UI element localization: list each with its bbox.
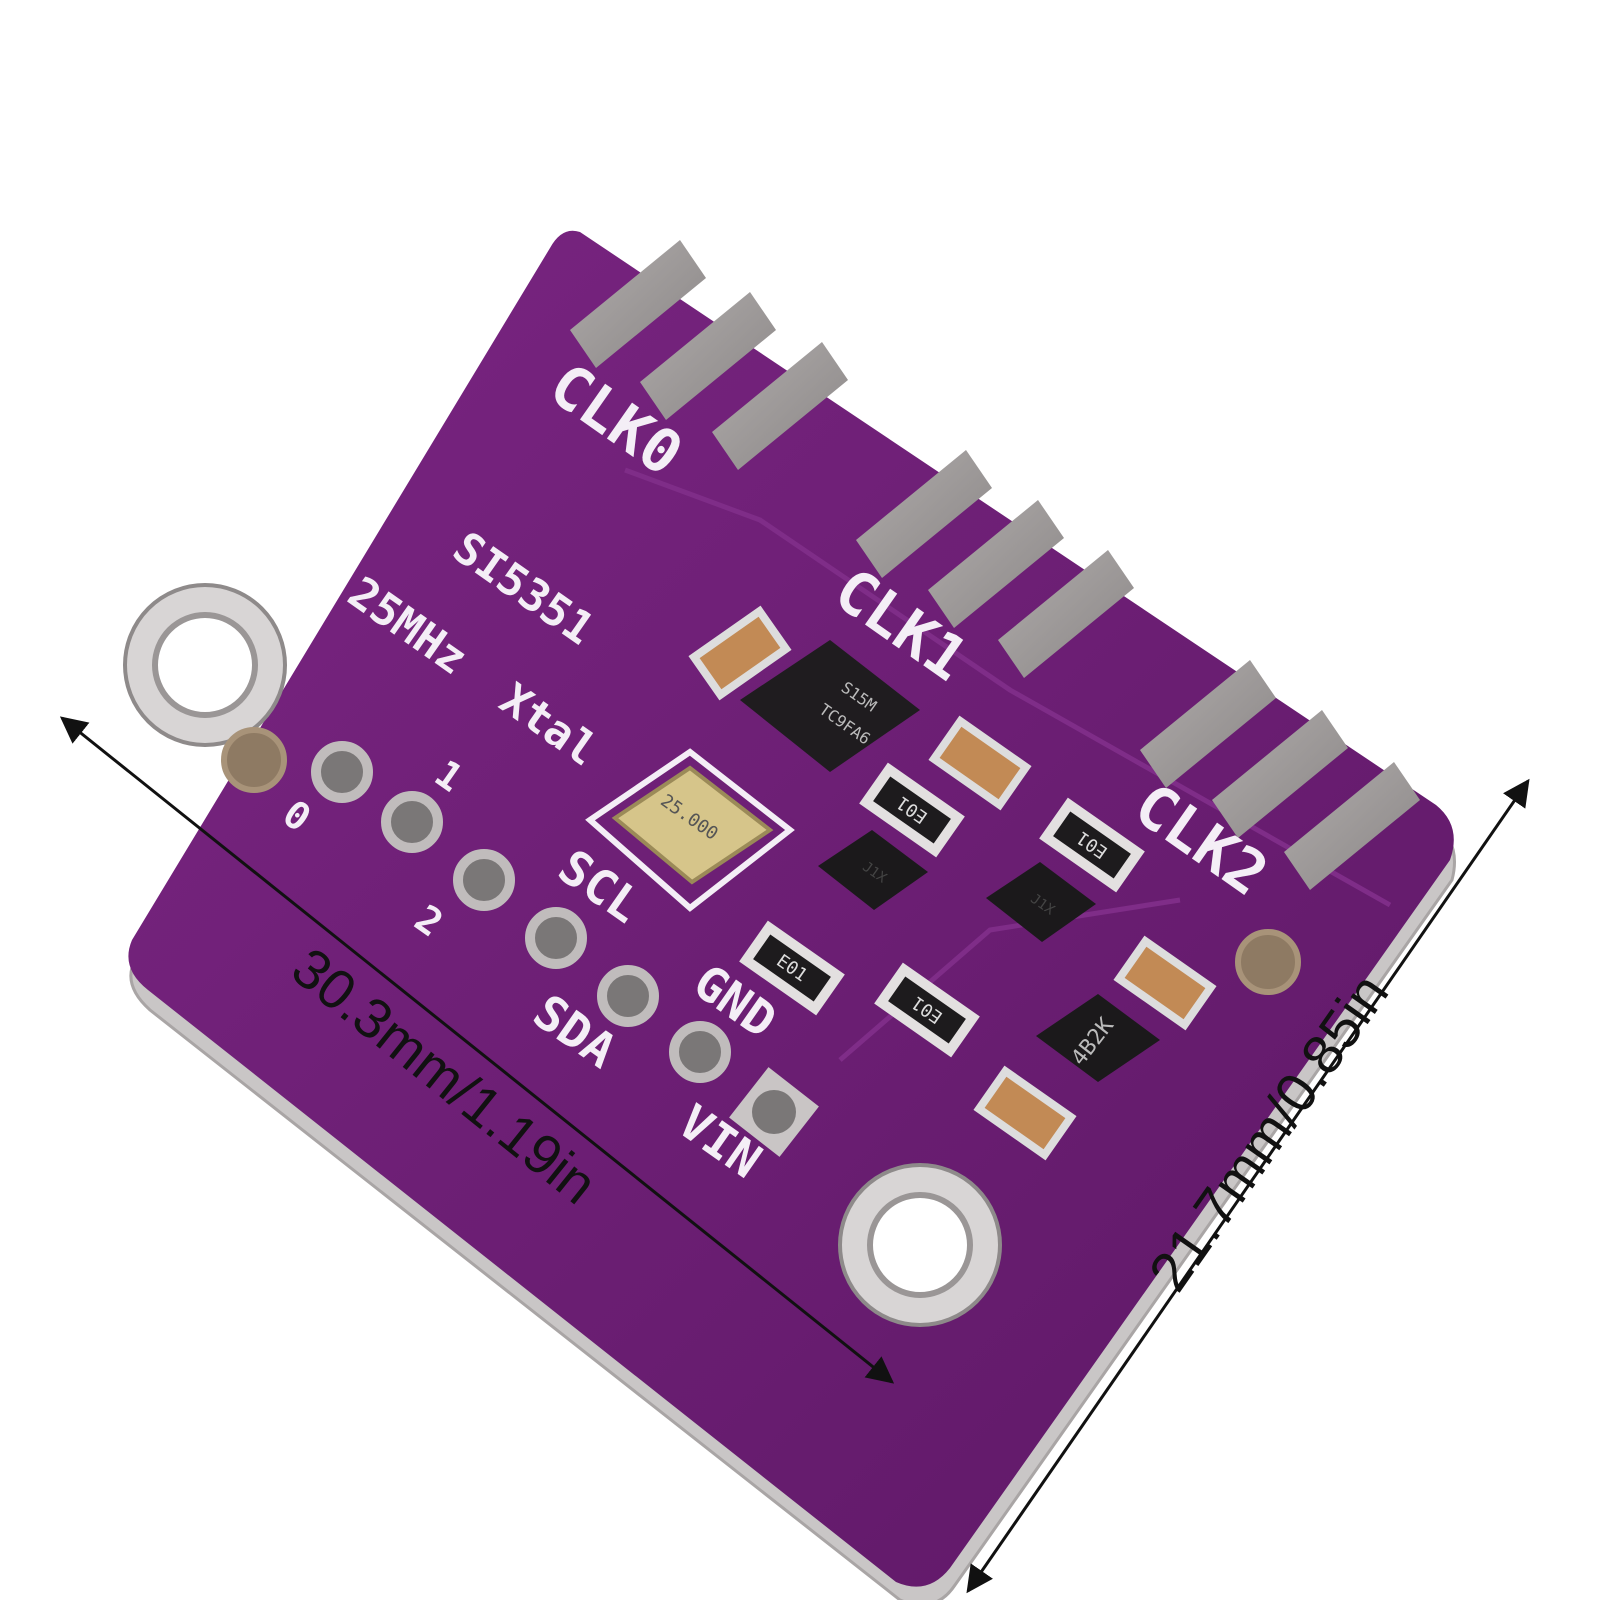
clk0-pads <box>570 240 848 470</box>
pcb-board: 25.000 S15M TC9FA6 E01 E01 <box>123 230 1456 1600</box>
fiducial-left <box>221 727 287 793</box>
clk1-pads <box>856 450 1134 678</box>
mounting-hole-left <box>123 583 287 747</box>
fiducial-right <box>1235 929 1301 995</box>
mounting-hole-right <box>838 1163 1002 1327</box>
